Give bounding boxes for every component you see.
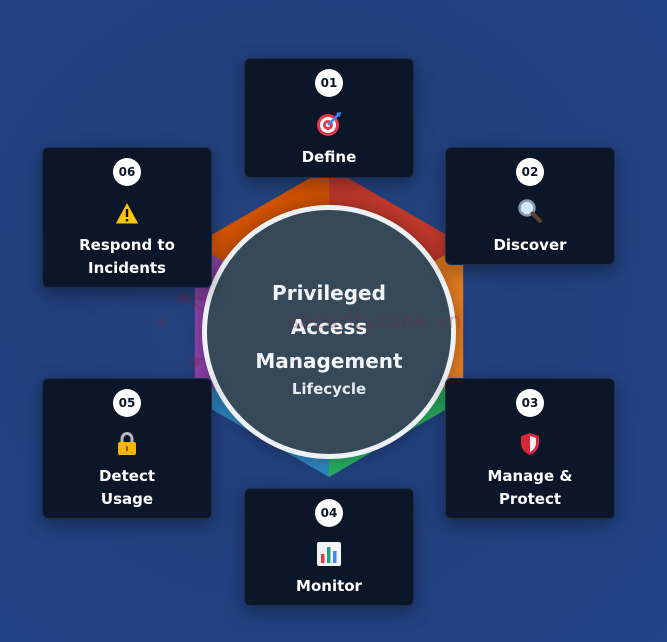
step-number-badge: 01 bbox=[315, 69, 343, 97]
step-card-respond-incidents: 06 Respond to Incidents bbox=[42, 147, 212, 288]
step-card-manage-protect: 03 Manage & Protect bbox=[445, 378, 615, 519]
center-title-line-2: Access bbox=[290, 315, 368, 339]
lock-icon bbox=[118, 431, 136, 455]
target-icon bbox=[317, 112, 341, 136]
center-subtitle: Lifecycle bbox=[291, 380, 367, 398]
center-title-line-1: Privileged bbox=[272, 281, 386, 305]
step-card-monitor: 04 Monitor bbox=[244, 488, 414, 606]
magnifier-icon bbox=[518, 199, 542, 223]
center-title: Privileged Access Management bbox=[207, 276, 451, 378]
step-label: Detect Usage bbox=[98, 467, 156, 508]
step-label: Respond to Incidents bbox=[79, 236, 175, 277]
step-card-define: 01 Define bbox=[244, 58, 414, 178]
step-card-discover: 02 Discover bbox=[445, 147, 615, 265]
step-number-badge: 04 bbox=[315, 499, 343, 527]
step-number-badge: 05 bbox=[113, 389, 141, 417]
step-label: Monitor bbox=[296, 577, 362, 595]
warning-icon bbox=[114, 200, 140, 225]
center-title-line-3: Management bbox=[255, 349, 403, 373]
step-number-badge: 02 bbox=[516, 158, 544, 186]
shield-icon bbox=[521, 433, 539, 455]
step-label: Discover bbox=[493, 236, 567, 254]
center-circle: Privileged Access Management Lifecycle bbox=[202, 205, 456, 459]
bar-chart-icon bbox=[317, 542, 341, 566]
step-number-badge: 03 bbox=[516, 389, 544, 417]
step-card-detect-usage: 05 Detect Usage bbox=[42, 378, 212, 519]
step-number-badge: 06 bbox=[113, 158, 141, 186]
step-label: Manage & Protect bbox=[487, 467, 573, 508]
step-label: Define bbox=[301, 148, 357, 166]
watermark-text: securityzone.vn bbox=[288, 309, 462, 333]
